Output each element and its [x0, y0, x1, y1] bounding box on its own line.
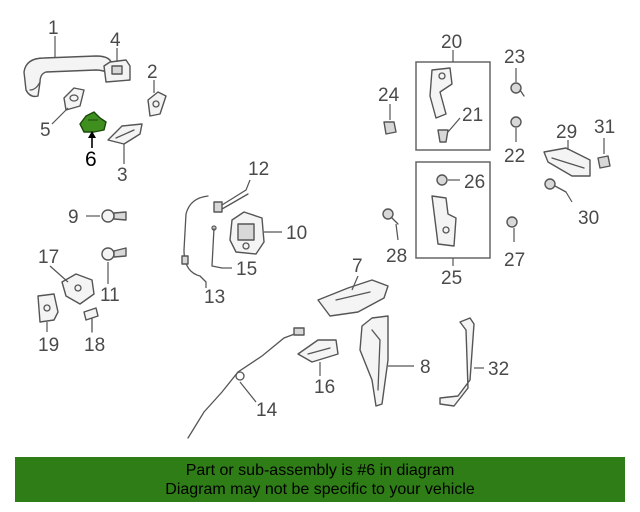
part-20-hinge-upper[interactable] [429, 67, 453, 119]
part-4-handle-cap[interactable] [103, 59, 131, 83]
callout-3: 3 [117, 165, 128, 186]
part-26-bolt[interactable] [436, 174, 448, 186]
part-9-screw[interactable] [101, 209, 127, 223]
callout-26: 26 [464, 172, 485, 193]
callout-32: 32 [488, 359, 509, 380]
part-31-nut[interactable] [597, 155, 611, 169]
callout-13: 13 [204, 287, 225, 308]
callout-24: 24 [378, 85, 400, 106]
callout-31: 31 [594, 117, 615, 138]
part-25-hinge-lower[interactable] [431, 195, 457, 247]
part-17-bracket[interactable] [61, 273, 95, 305]
leader-7 [351, 275, 359, 291]
part-13-cable[interactable] [181, 195, 209, 283]
callout-2: 2 [147, 62, 158, 83]
exploded-parts-diagram: 1 4 2 5 6 3 12 10 [23, 18, 615, 439]
callout-10: 10 [286, 223, 307, 244]
part-29-check-strap[interactable] [543, 147, 591, 177]
leader-6-arrow [88, 131, 96, 138]
part-14-inside-cable[interactable] [187, 327, 305, 439]
part-8-channel[interactable] [359, 315, 389, 407]
callout-21: 21 [462, 105, 483, 126]
callout-4: 4 [110, 30, 121, 51]
part-2-gasket[interactable] [147, 91, 167, 117]
part-10-latch[interactable] [229, 211, 265, 255]
leader-21 [447, 117, 461, 133]
callout-20: 20 [441, 32, 462, 53]
callout-18: 18 [84, 335, 105, 356]
part-6-highlighted[interactable] [79, 111, 107, 133]
part-32-run-channel[interactable] [439, 317, 475, 407]
callout-23: 23 [504, 47, 525, 68]
leader-14 [239, 381, 257, 403]
callout-29: 29 [556, 122, 577, 143]
callout-12: 12 [248, 159, 269, 180]
leader-28 [395, 223, 399, 241]
part-24-nut[interactable] [383, 121, 397, 135]
callout-27: 27 [504, 250, 525, 271]
part-18-pin[interactable] [83, 307, 99, 333]
callout-19: 19 [38, 335, 59, 356]
part-12-bolt[interactable] [213, 189, 249, 213]
part-28-bolt[interactable] [382, 208, 399, 225]
callout-6: 6 [85, 148, 97, 171]
part-3-bezel[interactable] [107, 123, 143, 145]
callout-11: 11 [100, 285, 120, 306]
callout-17: 17 [38, 247, 59, 268]
callout-8: 8 [420, 357, 431, 378]
info-banner: Part or sub-assembly is #6 in diagram Di… [15, 457, 625, 502]
callout-1: 1 [48, 18, 59, 39]
callout-16: 16 [314, 377, 335, 398]
part-30-bolt[interactable] [544, 178, 567, 193]
callout-30: 30 [578, 208, 599, 229]
part-21-bolt[interactable] [437, 129, 449, 143]
leader-30 [565, 191, 573, 203]
leader-12 [245, 179, 251, 191]
callout-7: 7 [352, 256, 363, 277]
part-5-pad[interactable] [63, 87, 85, 111]
leader-17 [49, 265, 69, 283]
callout-5: 5 [40, 120, 51, 141]
leader-5 [51, 107, 69, 125]
part-15-rod[interactable] [211, 225, 223, 269]
callout-15: 15 [236, 259, 257, 280]
part-6-shape [79, 111, 107, 133]
part-19-plate[interactable] [37, 293, 59, 323]
part-16-inside-handle[interactable] [297, 339, 339, 363]
callout-22: 22 [504, 146, 525, 167]
callout-25: 25 [441, 268, 462, 289]
banner-line-2: Diagram may not be specific to your vehi… [165, 481, 475, 498]
part-27-bolt[interactable] [506, 216, 518, 228]
callout-14: 14 [256, 400, 278, 421]
part-1-outside-handle[interactable] [23, 55, 113, 98]
banner-line-1: Part or sub-assembly is #6 in diagram [185, 462, 455, 479]
part-7-carrier[interactable] [317, 279, 389, 317]
callout-28: 28 [386, 246, 407, 267]
callout-9: 9 [68, 207, 79, 228]
part-11-screw[interactable] [101, 247, 127, 261]
part-23-bolt[interactable] [510, 82, 525, 97]
part-22-bolt[interactable] [510, 116, 522, 128]
